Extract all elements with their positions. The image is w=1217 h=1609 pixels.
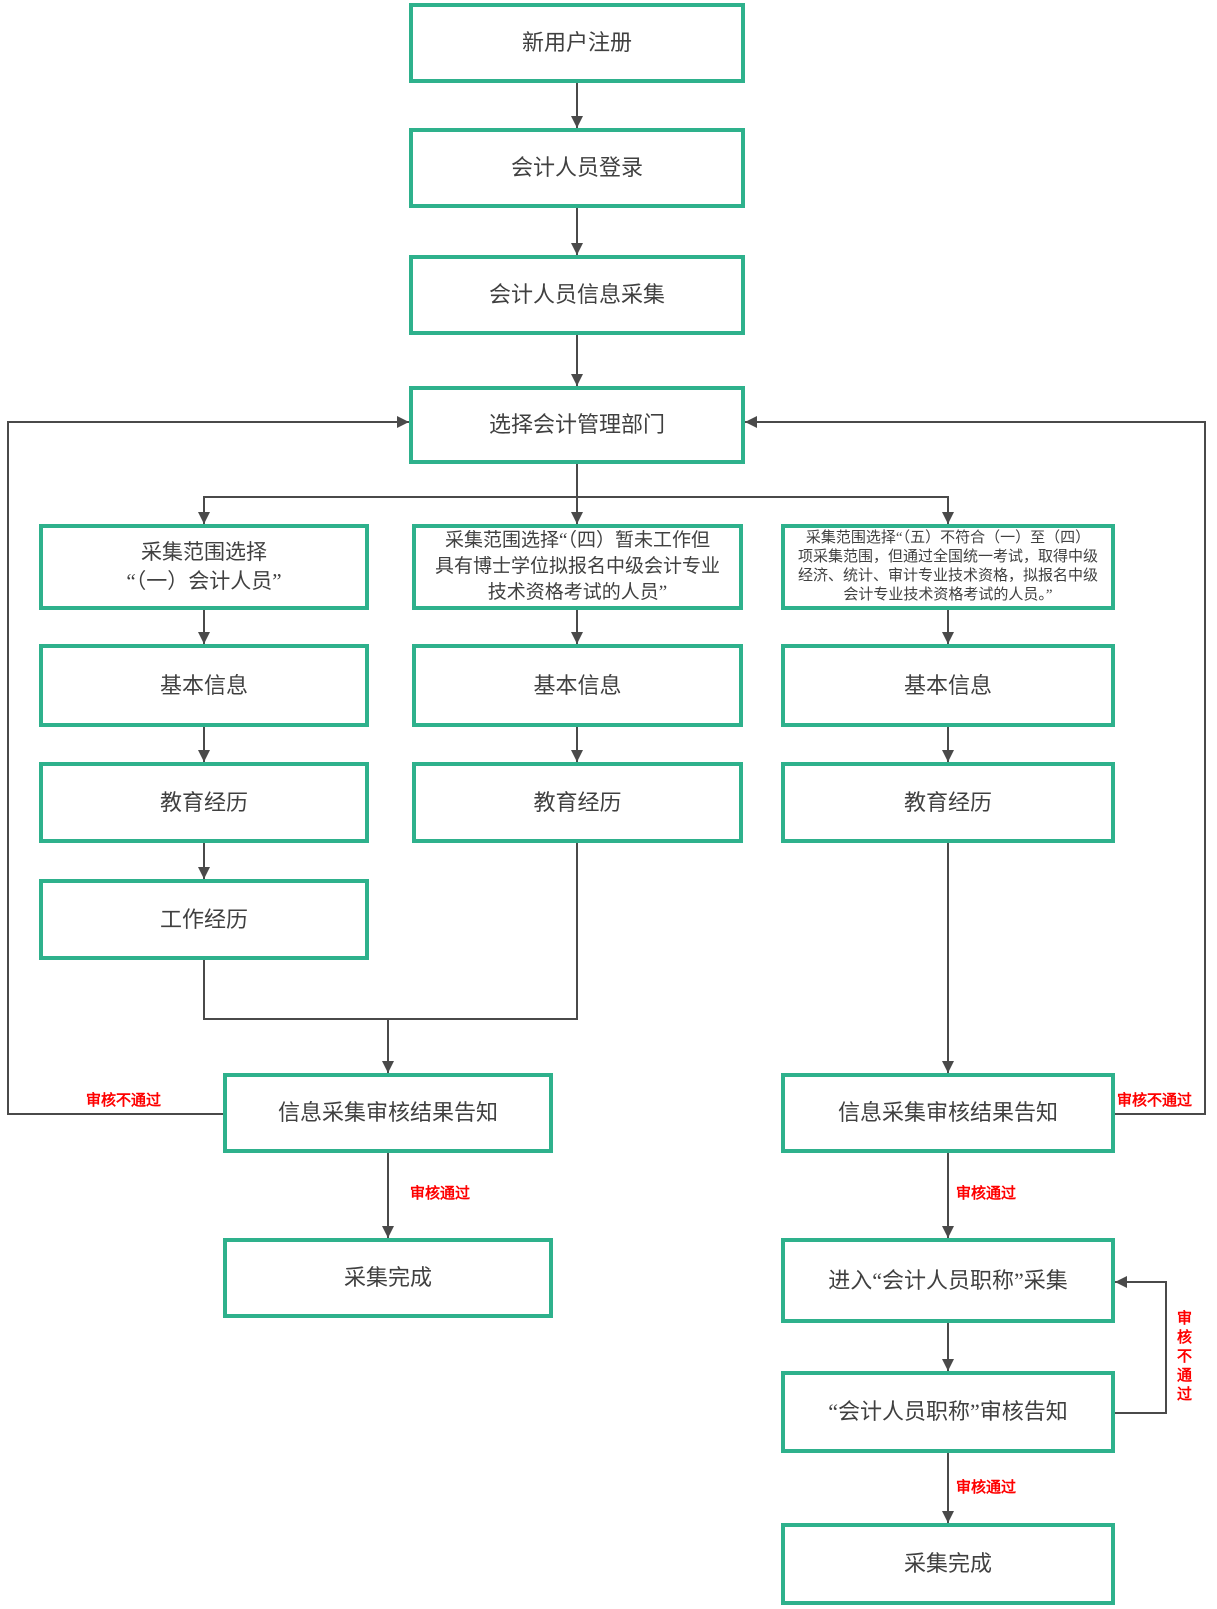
edge-failinner-vert — [1165, 1281, 1167, 1414]
label-audit-fail-inner: 审核不通过 — [1175, 1310, 1192, 1405]
edge-failleft-bottom — [7, 1113, 223, 1115]
edge-resultright-enter — [947, 1153, 949, 1238]
arrowhead — [571, 750, 583, 762]
node-education-4: 教育经历 — [412, 762, 743, 843]
edge-enter-notice — [947, 1323, 949, 1371]
edge-edu1-work — [203, 843, 205, 879]
node-education-1: 教育经历 — [39, 762, 369, 843]
arrowhead — [942, 1061, 954, 1073]
label-audit-pass-right-bottom: 审核通过 — [956, 1479, 1017, 1496]
node-done-left: 采集完成 — [223, 1238, 553, 1318]
edge-edu4-merge — [576, 843, 578, 1020]
arrowhead — [942, 750, 954, 762]
arrowhead — [571, 512, 583, 524]
edge-resultleft-done — [387, 1153, 389, 1238]
arrowhead — [198, 750, 210, 762]
edge-failright-top — [745, 421, 1205, 423]
node-enter-title-collect: 进入“会计人员职称”采集 — [781, 1238, 1115, 1323]
edge-scope5-basic — [947, 610, 949, 644]
node-title-audit-notice: “会计人员职称”审核告知 — [781, 1371, 1115, 1453]
node-education-5: 教育经历 — [781, 762, 1115, 843]
node-work-history: 工作经历 — [39, 879, 369, 960]
node-select-dept: 选择会计管理部门 — [409, 386, 745, 464]
arrowhead — [942, 1511, 954, 1523]
edge-branch-right — [947, 497, 949, 524]
arrowhead — [198, 867, 210, 879]
edge-scope1-basic — [203, 610, 205, 644]
node-accountant-login: 会计人员登录 — [409, 128, 745, 208]
arrowhead — [745, 416, 757, 428]
label-audit-fail-left: 审核不通过 — [86, 1092, 162, 1109]
arrowhead — [198, 512, 210, 524]
node-done-right: 采集完成 — [781, 1523, 1115, 1605]
node-result-right: 信息采集审核结果告知 — [781, 1073, 1115, 1153]
arrowhead — [382, 1061, 394, 1073]
edge-notice-done — [947, 1453, 949, 1523]
arrowhead — [382, 1226, 394, 1238]
node-result-left: 信息采集审核结果告知 — [223, 1073, 553, 1153]
edge-branch-stem — [576, 464, 578, 497]
edge-edu5-result — [947, 843, 949, 1073]
edge-branch-left — [203, 497, 205, 524]
edge-merge-result — [387, 1019, 389, 1073]
edge-basic1-edu — [203, 727, 205, 762]
arrowhead — [942, 1226, 954, 1238]
edge-branch-mid — [576, 497, 578, 524]
edge-failleft-top — [7, 421, 409, 423]
edge-collect-selectdept — [576, 335, 578, 386]
node-scope-1: 采集范围选择 “（一）会计人员” — [39, 524, 369, 610]
edge-work-merge — [203, 960, 205, 1020]
node-basic-info-1: 基本信息 — [39, 644, 369, 727]
edge-failinner-top — [1115, 1281, 1167, 1283]
arrowhead — [1115, 1276, 1127, 1288]
arrowhead — [942, 632, 954, 644]
node-basic-info-4: 基本信息 — [412, 644, 743, 727]
arrowhead — [571, 374, 583, 386]
arrowhead — [397, 416, 409, 428]
label-audit-fail-right: 审核不通过 — [1117, 1092, 1193, 1109]
edge-basic5-edu — [947, 727, 949, 762]
node-basic-info-5: 基本信息 — [781, 644, 1115, 727]
edge-failleft-vert — [7, 421, 9, 1115]
edge-failinner-bottom — [1115, 1412, 1167, 1414]
edge-register-login — [576, 83, 578, 128]
edge-merge-bar — [203, 1018, 578, 1020]
edge-failright-vert — [1204, 421, 1206, 1115]
node-scope-5: 采集范围选择“（五）不符合（一）至（四） 项采集范围，但通过全国统一考试，取得中… — [781, 524, 1115, 610]
label-audit-pass-right-top: 审核通过 — [956, 1185, 1017, 1202]
edge-failright-bottom — [1115, 1113, 1206, 1115]
edge-basic4-edu — [576, 727, 578, 762]
arrowhead — [942, 1359, 954, 1371]
node-info-collect: 会计人员信息采集 — [409, 255, 745, 335]
edge-login-collect — [576, 208, 578, 255]
node-new-user-register: 新用户注册 — [409, 3, 745, 83]
arrowhead — [198, 632, 210, 644]
arrowhead — [571, 116, 583, 128]
node-scope-4: 采集范围选择“（四）暂未工作但 具有博士学位拟报名中级会计专业 技术资格考试的人… — [412, 524, 743, 610]
arrowhead — [942, 512, 954, 524]
arrowhead — [571, 243, 583, 255]
edge-scope4-basic — [576, 610, 578, 644]
arrowhead — [571, 632, 583, 644]
label-audit-pass-left: 审核通过 — [410, 1185, 471, 1202]
